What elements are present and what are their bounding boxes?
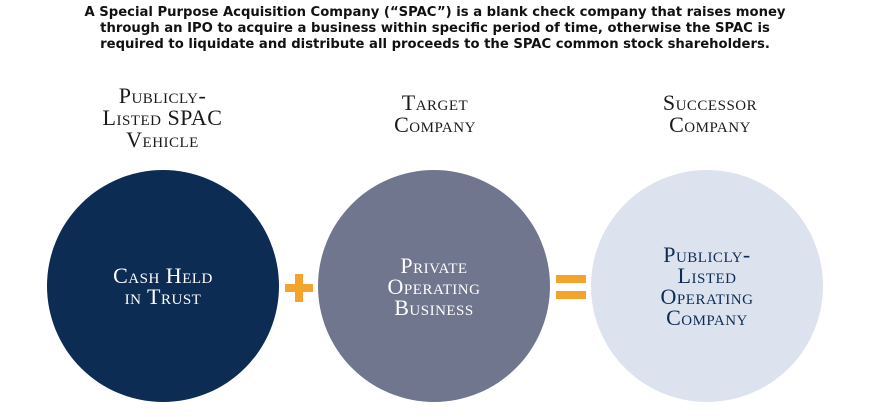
successor-company-title: Successor Company xyxy=(625,92,795,136)
circle-label: Publicly- Listed Operating Company xyxy=(660,242,754,330)
target-company-title: Target Company xyxy=(355,92,515,136)
private-operating-business-circle: Private Operating Business xyxy=(318,170,550,402)
spac-vehicle-title: Publicly- Listed SPAC Vehicle xyxy=(80,85,245,151)
cash-in-trust-circle: Cash Held in Trust xyxy=(47,170,279,402)
circle-label-line: Operating xyxy=(387,273,481,299)
title-line: Company xyxy=(669,112,751,137)
publicly-listed-operating-company-circle: Publicly- Listed Operating Company xyxy=(591,170,823,402)
plus-icon xyxy=(285,274,313,302)
circle-label-line: Private xyxy=(400,252,468,278)
circle-label-line: Operating xyxy=(660,284,754,309)
circle-label-line: Listed xyxy=(677,263,737,288)
circle-label-line: Cash Held xyxy=(113,263,213,288)
intro-line-2: through an IPO to acquire a business wit… xyxy=(100,21,770,36)
intro-line-3: required to liquidate and distribute all… xyxy=(100,37,770,52)
intro-line-1: A Special Purpose Acquisition Company (“… xyxy=(84,5,786,20)
circle-label: Cash Held in Trust xyxy=(113,263,213,309)
circle-label: Private Operating Business xyxy=(387,252,481,320)
title-line: Company xyxy=(394,112,476,137)
equals-icon xyxy=(556,275,586,299)
title-line: Target xyxy=(401,90,469,115)
intro-paragraph: A Special Purpose Acquisition Company (“… xyxy=(40,5,830,53)
title-line: Successor xyxy=(662,90,758,115)
title-line: Publicly- xyxy=(118,83,207,108)
circle-label-line: Company xyxy=(666,305,748,330)
circle-label-line: Business xyxy=(394,294,474,320)
circle-label-line: in Trust xyxy=(124,284,202,309)
circle-label-line: Publicly- xyxy=(663,242,751,267)
title-line: Listed SPAC xyxy=(102,105,223,130)
title-line: Vehicle xyxy=(126,127,199,152)
